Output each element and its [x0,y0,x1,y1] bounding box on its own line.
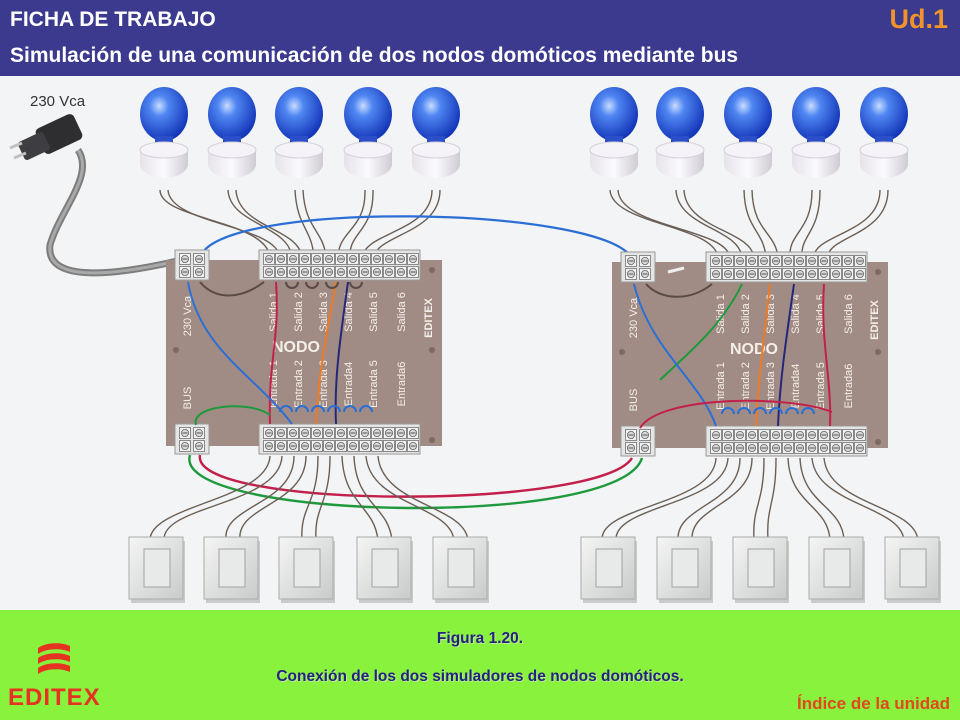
output-label: Salida 5 [368,292,380,332]
lamp-icon [655,86,705,179]
supply-terminal-label: 230 Vca [628,297,640,338]
input-label: Entrada 1 [715,362,727,410]
header-bar: FICHA DE TRABAJO Ud.1 Simulación de una … [0,0,960,76]
output-label: Salida 1 [715,294,727,334]
lamp-icon [274,86,324,179]
output-label: Salida 4 [790,294,802,334]
lamp-icon [207,86,257,179]
lamp-icon [411,86,461,179]
input-label: Entrada 3 [765,362,777,410]
switch-icon [128,536,186,604]
plug-icon [9,114,83,160]
switch-icon [884,536,942,604]
input-label: Entrada 2 [293,360,305,408]
page-title: Simulación de una comunicación de dos no… [10,44,739,67]
input-label: Entrada6 [843,364,855,409]
bus-wire-red [198,454,634,498]
switch-icon [356,536,414,604]
node-title: NODO [730,341,778,358]
output-label: Salida 1 [268,292,280,332]
brand-mark: EDITEX [423,297,435,337]
lamp-icon [589,86,639,179]
node-title: NODO [272,339,320,356]
supply-terminal-label: 230 Vca [182,295,194,336]
output-label: Salida 6 [396,292,408,332]
wiring-diagram: 230 Vca [9,86,942,604]
figure-caption: Conexión de los dos simuladores de nodos… [276,668,684,685]
lamp-icon [343,86,393,179]
editex-logo: EDITEX [8,640,108,716]
lamp-icon [723,86,773,179]
switch-icon [732,536,790,604]
input-label: Entrada4 [790,364,802,409]
switch-icon [808,536,866,604]
input-label: Entrada6 [396,362,408,407]
switch-icon [580,536,638,604]
bus-terminal-label: BUS [182,387,194,410]
link-wire [198,215,633,259]
output-label: Salida 2 [740,294,752,334]
output-label: Salida 5 [815,294,827,334]
node-board-1: NODO EDITEX 230 Vca BUS Salida 1 Salida … [166,249,442,455]
brand-text: EDITEX [8,684,101,711]
brand-mark: EDITEX [869,299,881,339]
output-label: Salida 6 [843,294,855,334]
switch-icon [432,536,490,604]
switch-icon [278,536,336,604]
bus-wire-green [188,454,644,510]
node-board-2: NODO EDITEX 230 Vca BUS Salida 1 Salida … [612,251,888,457]
worksheet-label: FICHA DE TRABAJO [10,8,216,31]
input-label: Entrada 2 [740,362,752,410]
bus-terminal-label: BUS [628,389,640,412]
lamp-icon [791,86,841,179]
switch-icon [203,536,261,604]
unit-index-link[interactable]: Índice de la unidad [796,694,950,713]
supply-label: 230 Vca [30,93,86,110]
unit-badge: Ud.1 [889,4,948,34]
output-label: Salida 2 [293,292,305,332]
input-label: Entrada 5 [368,360,380,408]
book-icon [38,643,70,674]
input-label: Entrada4 [343,362,355,407]
input-label: Entrada 5 [815,362,827,410]
output-label: Salida 3 [318,292,330,332]
lamp-icon [139,86,189,179]
footer-bar: Figura 1.20. Conexión de los dos simulad… [0,610,960,720]
lamp-icon [859,86,909,179]
switch-icon [656,536,714,604]
figure-number: Figura 1.20. [436,630,524,647]
